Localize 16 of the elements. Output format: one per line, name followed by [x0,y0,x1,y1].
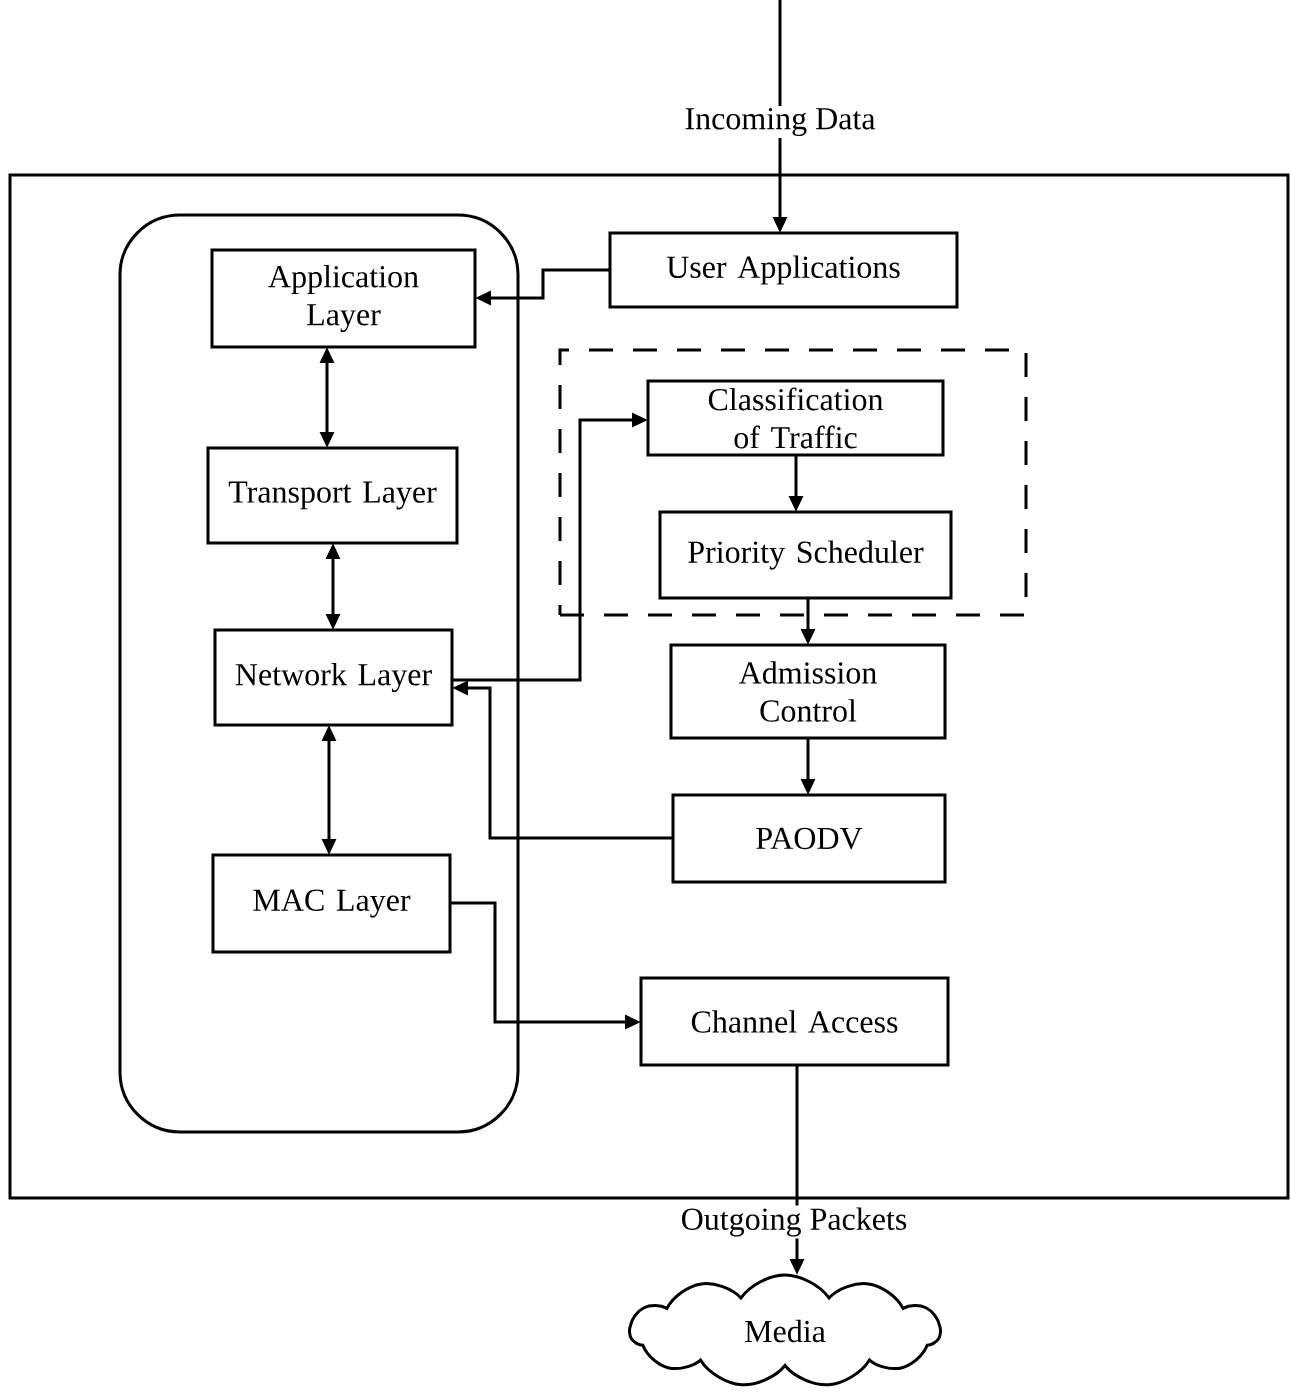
process-box: Priority Scheduler [658,510,953,600]
process-box: MAC Layer [211,853,452,954]
layer-stack-box [118,213,520,1134]
outer-frame [8,173,1290,1200]
edge-label: Incoming Data [682,105,878,139]
process-box: Network Layer [213,628,454,727]
process-box: Channel Access [639,976,950,1067]
process-box: Transport Layer [206,446,459,545]
process-box: Admission Control [669,643,947,740]
process-box: PAODV [671,793,947,884]
process-box: Classification of Traffic [646,379,945,457]
edge-label: Outgoing Packets [678,1205,910,1239]
process-box: Application Layer [210,248,477,349]
process-box: User Applications [608,231,959,309]
cloud: Media [628,1273,942,1387]
dashed-group-box [558,348,1028,617]
